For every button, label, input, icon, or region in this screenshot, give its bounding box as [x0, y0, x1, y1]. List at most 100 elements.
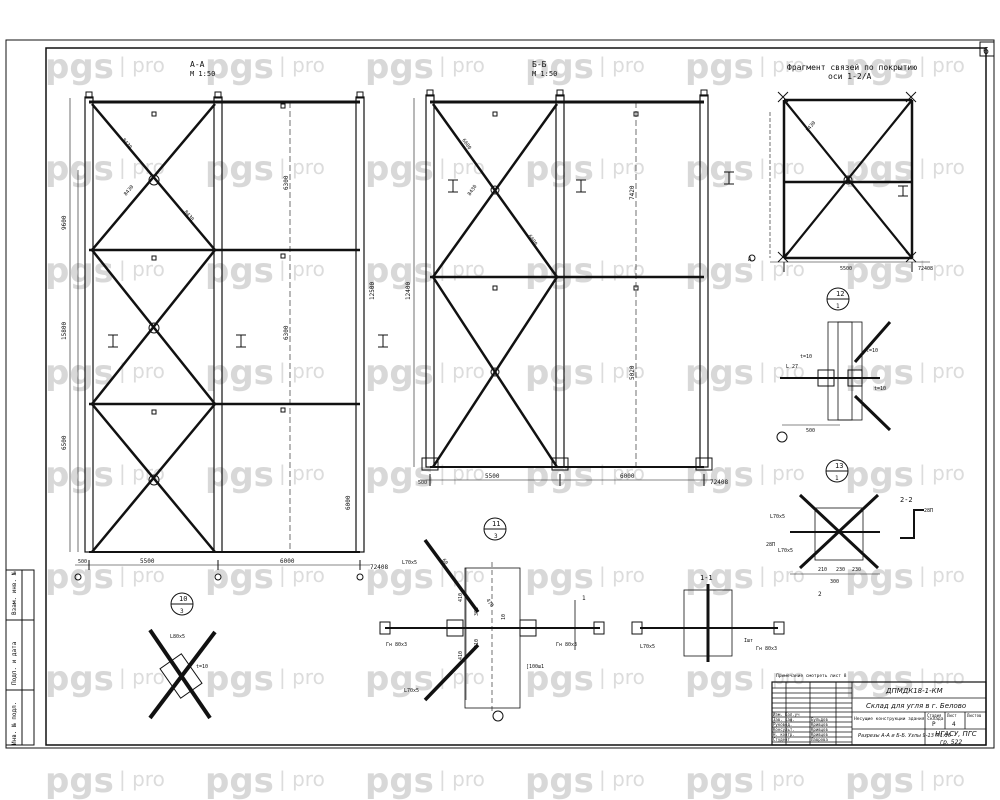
watermark-main: pgs [365, 353, 434, 393]
node-12 [776, 287, 892, 443]
watermark-sub: | pro [119, 563, 165, 587]
node-11-profile-top: L70х5 [402, 560, 417, 566]
watermark-sub: | pro [919, 767, 965, 791]
view-a-dim-upper: 9600 [61, 215, 68, 230]
watermark-main: pgs [845, 659, 914, 699]
watermark-main: pgs [685, 47, 754, 87]
watermark-sub: | pro [919, 665, 965, 689]
node-11-section-mark: 1 [582, 595, 586, 602]
watermark-sub: | pro [119, 155, 165, 179]
watermark-main: pgs [525, 251, 594, 291]
watermark-sub: | pro [759, 359, 805, 383]
section-1-1-plate: Гн 80х3 [756, 646, 777, 652]
watermark-main: pgs [45, 761, 114, 800]
view-b-dim-bay1: 5500 [485, 473, 500, 480]
watermark-sub: | pro [919, 563, 965, 587]
watermark-main: pgs [685, 353, 754, 393]
node-10-profile: L80х5 [170, 634, 185, 640]
node-11-sheet: 3 [494, 533, 498, 540]
outer-frame [5, 39, 995, 749]
view-a-dim-lower: 6500 [61, 435, 68, 450]
watermark-main: pgs [525, 557, 594, 597]
watermark-main: pgs [685, 149, 754, 189]
view-a-dim-bay2: 6000 [280, 558, 295, 565]
watermark-sub: | pro [279, 563, 325, 587]
watermark-main: pgs [365, 761, 434, 800]
stamp-stage-header: Стадия [927, 713, 941, 718]
stamp-sheets-header: Листов [967, 713, 981, 718]
view-a-dim-right: 12500 [369, 282, 376, 300]
watermark-main: pgs [365, 455, 434, 495]
watermark-sub: | pro [919, 257, 965, 281]
view-a-dim-left: 500 [78, 559, 87, 565]
watermark-sub: | pro [119, 767, 165, 791]
stamp-sheet-title: Разрезы А-А и Б-Б. Узлы 9-13 М1:10 [858, 733, 951, 739]
watermark-main: pgs [845, 47, 914, 87]
stamp-role-1: Изм. Кол.уч [773, 712, 800, 717]
watermark-sub: | pro [439, 359, 485, 383]
watermark-sub: | pro [279, 155, 325, 179]
node-13-dim-2: 230 [836, 567, 845, 573]
section-2-2-dim: 28П [924, 508, 933, 514]
watermark-sub: | pro [599, 53, 645, 77]
node-10-plate: t=10 [196, 664, 208, 670]
watermark-main: pgs [365, 149, 434, 189]
view-a-scale: М 1:50 [190, 70, 215, 78]
stamp-name-2: Бульдов [811, 717, 828, 722]
watermark-sub: | pro [119, 53, 165, 77]
watermark-main: pgs [365, 659, 434, 699]
node-12-t3: t=10 [866, 348, 878, 354]
watermark-main: pgs [525, 659, 594, 699]
watermark-sub: | pro [439, 53, 485, 77]
node-13-dim-1: 210 [818, 567, 827, 573]
view-b-scale: М 1:50 [532, 70, 557, 78]
view-a-title: А-А [190, 60, 205, 69]
watermark-sub: | pro [119, 359, 165, 383]
strip-label-sign: Подп. и дата [11, 641, 18, 685]
view-a-dim-col: 6000 [345, 495, 352, 510]
watermark-sub: | pro [279, 53, 325, 77]
inner-frame [45, 47, 987, 746]
watermark-main: pgs [45, 149, 114, 189]
view-a-dim-height: 15800 [61, 322, 68, 340]
node-11-dim-1: 410 [458, 593, 464, 602]
node-11-dim-4: 310 [474, 639, 480, 648]
watermark-main: pgs [45, 353, 114, 393]
node-10-num: 10 [179, 595, 187, 603]
section-1-1-title: 1-1 [700, 574, 713, 582]
node-11-profile-bottom: L70х5 [404, 688, 419, 694]
fragment-plan [748, 91, 930, 272]
node-12-num: 12 [836, 290, 844, 298]
watermark-sub: | pro [119, 257, 165, 281]
watermark-sub: | pro [919, 155, 965, 179]
view-b-dim-end: 72408 [710, 479, 728, 486]
stamp-role-5: Н. контр. [773, 732, 795, 737]
view-b-title: Б-Б [532, 60, 547, 69]
watermark-sub: | pro [919, 461, 965, 485]
node-13-plate: 28П [766, 542, 775, 548]
node-12-sheet: 1 [836, 303, 840, 310]
watermark-main: pgs [685, 251, 754, 291]
watermark-main: pgs [205, 149, 274, 189]
title-block [771, 681, 987, 746]
stamp-name-5: Кривцов [811, 732, 828, 737]
view-a-dim-low: 6300 [283, 325, 290, 340]
view-b-diag-label-3: 8430 [467, 184, 479, 197]
watermark-sub: | pro [919, 53, 965, 77]
watermark-sub: | pro [279, 257, 325, 281]
watermark-main: pgs [685, 659, 754, 699]
node-10-sheet: 3 [180, 608, 184, 615]
fragment-dim-width: 5500 [840, 266, 852, 272]
watermark-main: pgs [845, 557, 914, 597]
view-b-dim-lower: 5020 [629, 365, 636, 380]
node-13-profile-1: L70х5 [770, 514, 785, 520]
watermark-sub: | pro [599, 461, 645, 485]
view-b-b [413, 89, 734, 486]
watermark-sub: | pro [919, 359, 965, 383]
watermark-sub: | pro [119, 665, 165, 689]
watermark-sub: | pro [759, 461, 805, 485]
node-11-dim-7: 60 [440, 558, 448, 566]
view-b-dim-height: 12400 [405, 282, 412, 300]
watermark-sub: | pro [759, 155, 805, 179]
